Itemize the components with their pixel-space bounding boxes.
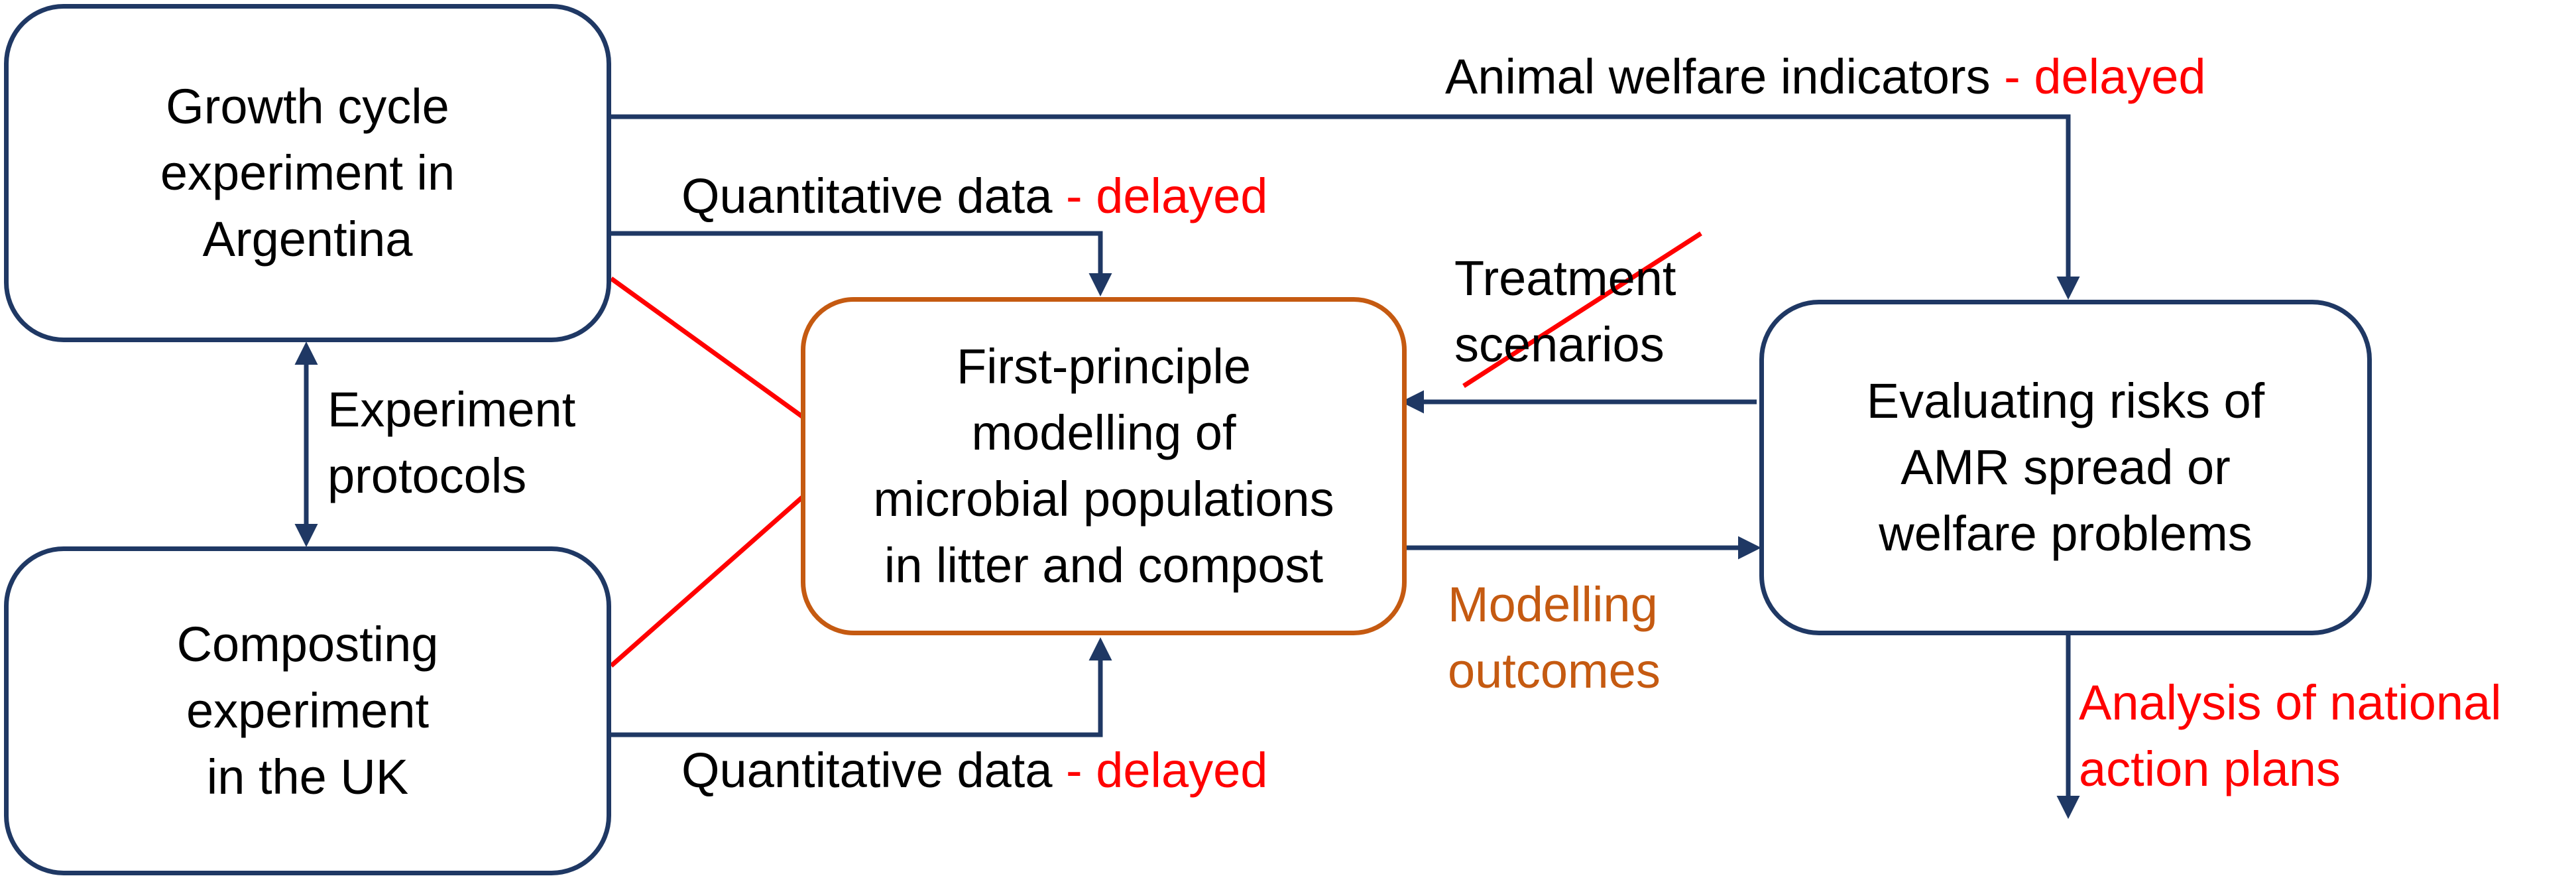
treatment-scenarios-line-1: Treatment (1454, 251, 1676, 306)
animal-welfare-label: Animal welfare indicators - delayed (1445, 44, 2206, 110)
quant-top-status: - delayed (1052, 168, 1268, 223)
quant-top-label: Quantitative data - delayed (681, 163, 1267, 229)
arrow-quant-bottom (611, 637, 1112, 737)
quant-bottom-status: - delayed (1052, 743, 1268, 798)
modelling-line-3: microbial populations (873, 471, 1334, 527)
composting-line-3: in the UK (206, 749, 409, 804)
modelling-outcomes-line-1: Modelling (1448, 577, 1658, 632)
national-plans-line-1: Analysis of national (2079, 675, 2502, 730)
animal-welfare-status: - delayed (1990, 49, 2206, 104)
experiment-protocols-label: Experiment protocols (327, 377, 575, 509)
quant-bottom-label: Quantitative data - delayed (681, 737, 1267, 804)
growth-cycle-box: Growth cycle experiment in Argentina (4, 4, 611, 342)
national-plans-line-2: action plans (2079, 741, 2341, 796)
modelling-outcomes-label: Modelling outcomes (1448, 572, 1661, 704)
composting-box: Composting experiment in the UK (4, 546, 611, 875)
composting-line-2: experiment (186, 683, 430, 738)
strike-treatment-scenarios (1462, 231, 1702, 388)
experiment-protocols-line-2: protocols (327, 448, 527, 503)
animal-welfare-text: Animal welfare indicators (1445, 49, 1991, 104)
quant-bottom-text: Quantitative data (681, 743, 1053, 798)
composting-line-1: Composting (176, 617, 439, 672)
modelling-box: First-principle modelling of microbial p… (801, 297, 1407, 635)
growth-cycle-line-3: Argentina (202, 212, 413, 267)
growth-cycle-line-1: Growth cycle (166, 79, 449, 134)
treatment-scenarios-line-2: scenarios (1454, 317, 1665, 372)
red-link-growth-to-modelling (609, 277, 804, 418)
evaluating-line-2: AMR spread or (1901, 440, 2231, 495)
experiment-protocols-line-1: Experiment (327, 382, 576, 437)
arrow-quant-top (611, 231, 1112, 296)
growth-cycle-line-2: experiment in (160, 145, 455, 200)
arrow-welfare-indicators (611, 114, 2080, 300)
modelling-line-2: modelling of (971, 405, 1236, 460)
modelling-outcomes-line-2: outcomes (1448, 643, 1661, 698)
modelling-line-1: First-principle (956, 339, 1252, 394)
evaluating-line-1: Evaluating risks of (1866, 373, 2265, 428)
modelling-line-4: in litter and compost (884, 538, 1324, 593)
treatment-scenarios-label: Treatment scenarios (1454, 245, 1676, 378)
evaluating-line-3: welfare problems (1879, 506, 2253, 561)
red-link-composting-to-modelling (609, 495, 804, 668)
evaluating-box: Evaluating risks of AMR spread or welfar… (1759, 300, 2372, 635)
quant-top-text: Quantitative data (681, 168, 1053, 223)
national-plans-label: Analysis of national action plans (2079, 670, 2502, 802)
